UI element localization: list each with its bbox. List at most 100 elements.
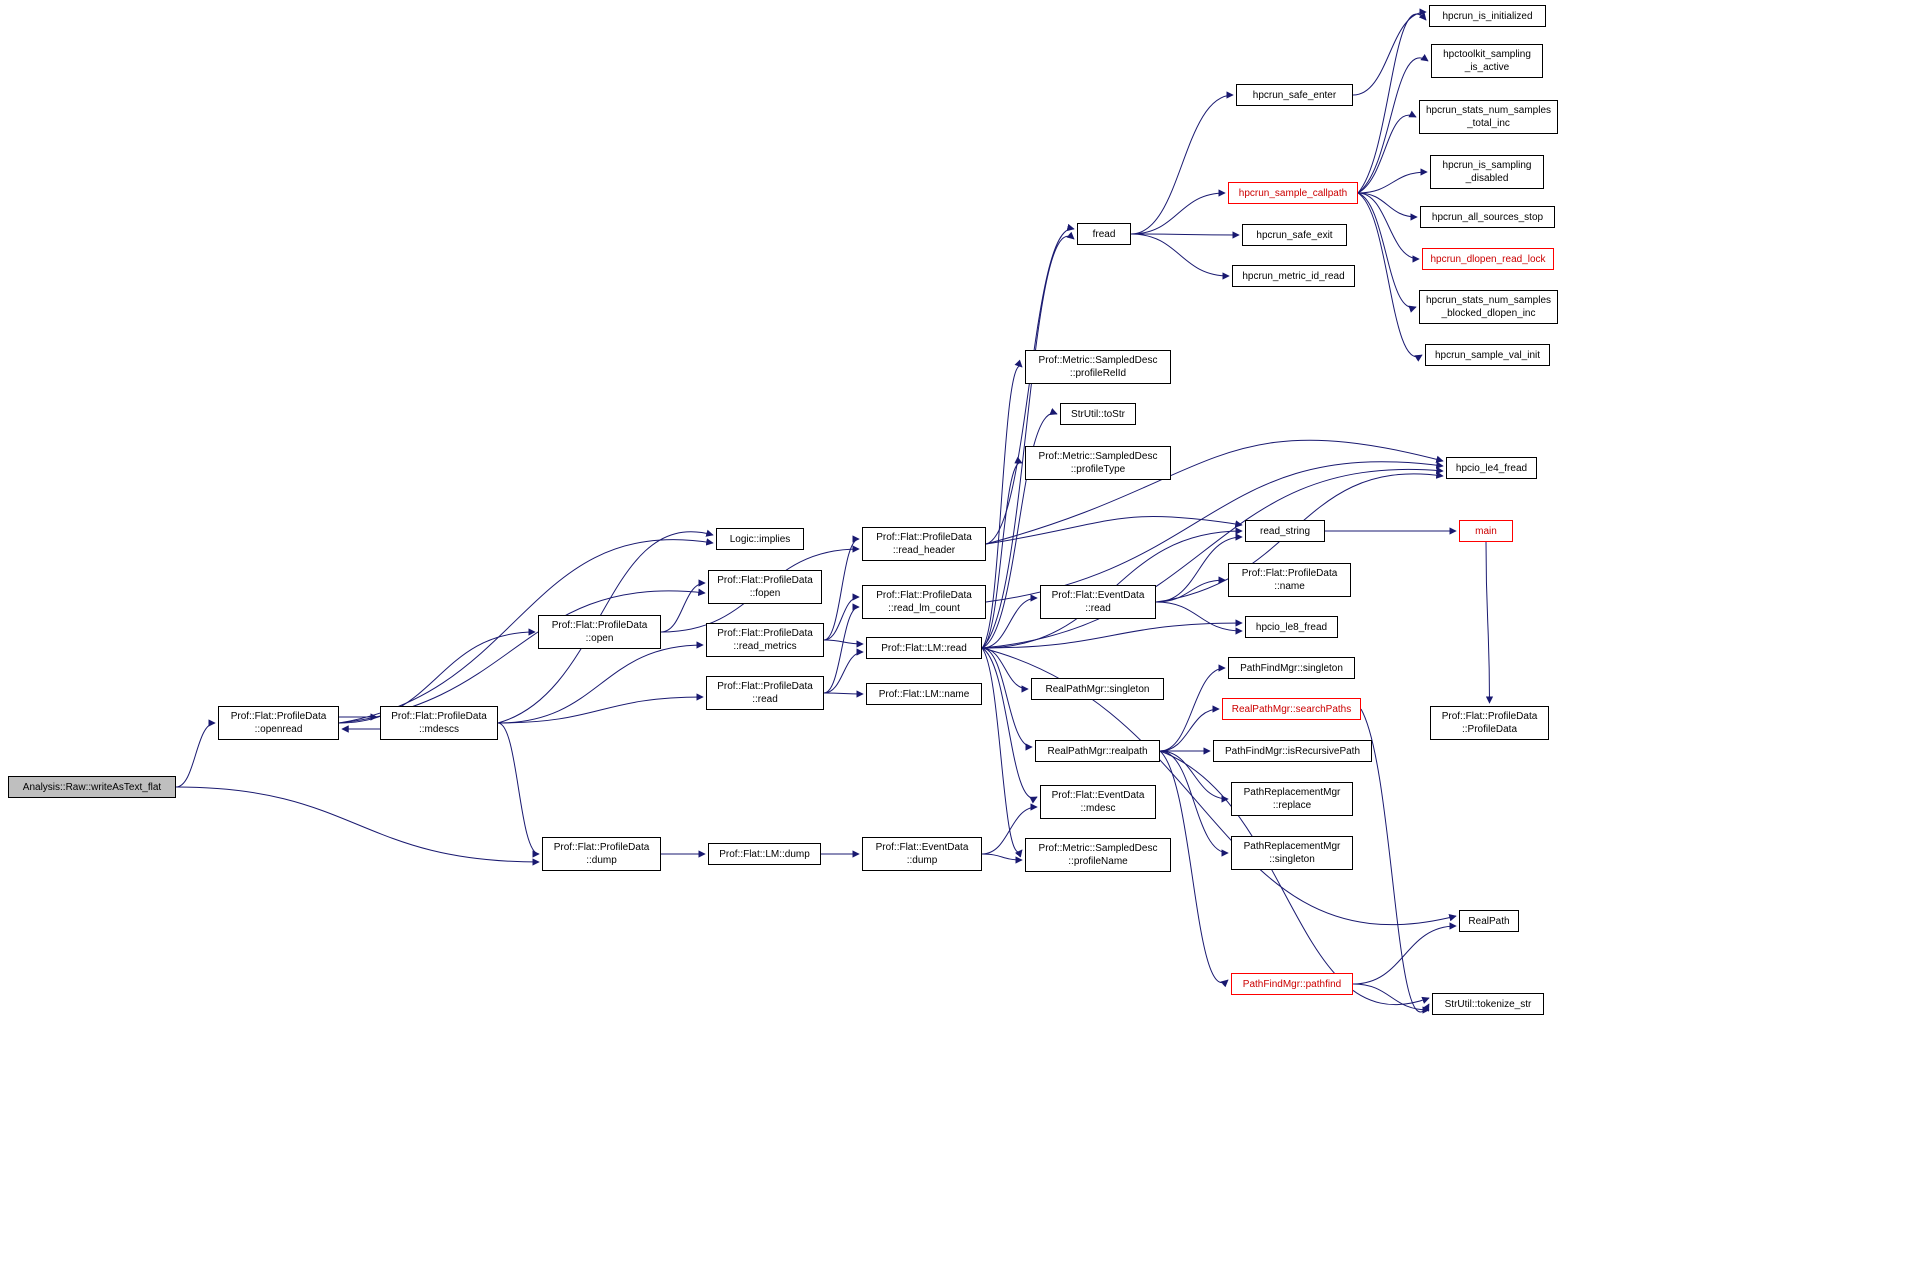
node-label: RealPathMgr::singleton [1045, 683, 1150, 695]
node-label: ::singleton [1269, 854, 1315, 865]
node-label: ::read_lm_count [888, 603, 960, 614]
node-stats_total[interactable]: hpcrun_stats_num_samples_total_inc [1419, 100, 1558, 134]
node-safe_enter[interactable]: hpcrun_safe_enter [1236, 84, 1353, 106]
node-label: Prof::Flat::LM::name [878, 688, 970, 700]
node-label: ::open [585, 633, 614, 644]
node-pd_dump[interactable]: Prof::Flat::ProfileData::dump [542, 837, 661, 871]
node-label: ::read [752, 694, 778, 705]
node-open[interactable]: Prof::Flat::ProfileData::open [538, 615, 661, 649]
node-label: fread [1092, 228, 1116, 240]
node-fopen[interactable]: Prof::Flat::ProfileData::fopen [708, 570, 822, 604]
node-metric_id_read[interactable]: hpcrun_metric_id_read [1232, 265, 1355, 287]
node-read_header[interactable]: Prof::Flat::ProfileData::read_header [862, 527, 986, 561]
node-label: hpcrun_safe_exit [1256, 229, 1333, 241]
node-openread[interactable]: Prof::Flat::ProfileData::openread [218, 706, 339, 740]
edge-pd_read-read_lm_count [823, 603, 860, 694]
node-profileType[interactable]: Prof::Metric::SampledDesc::profileType [1025, 446, 1171, 480]
edge-sample_callpath-sampling_active [1357, 54, 1429, 194]
node-pd_read[interactable]: Prof::Flat::ProfileData::read [706, 676, 824, 710]
node-sampling_disabled[interactable]: hpcrun_is_sampling_disabled [1430, 155, 1544, 189]
node-label: Prof::Flat::ProfileData [551, 620, 648, 631]
node-searchPaths[interactable]: RealPathMgr::searchPaths [1222, 698, 1361, 720]
node-label: hpcrun_dlopen_read_lock [1430, 253, 1546, 265]
node-label: PathReplacementMgr [1243, 841, 1341, 852]
node-label: Prof::Flat::EventData [875, 842, 969, 853]
node-sample_val_init[interactable]: hpcrun_sample_val_init [1425, 344, 1550, 366]
node-isRecursive[interactable]: PathFindMgr::isRecursivePath [1213, 740, 1372, 762]
node-label: hpcrun_is_initialized [1442, 10, 1533, 22]
node-pathfind[interactable]: PathFindMgr::pathfind [1231, 973, 1353, 995]
node-label: ::read_metrics [733, 641, 797, 652]
node-implies[interactable]: Logic::implies [716, 528, 804, 550]
node-label: Prof::Flat::ProfileData [717, 681, 813, 692]
edge-lm_read-profileRelId [981, 359, 1023, 649]
node-main[interactable]: main [1459, 520, 1513, 542]
node-realpath[interactable]: RealPathMgr::realpath [1035, 740, 1160, 762]
edge-read_lm_count-le4_fread [985, 461, 1444, 603]
node-dlopen_lock[interactable]: hpcrun_dlopen_read_lock [1422, 248, 1554, 270]
edge-main-pd_ctor [1485, 541, 1494, 704]
node-is_initialized[interactable]: hpcrun_is_initialized [1429, 5, 1546, 27]
edge-read_header-read_string [985, 516, 1243, 545]
node-safe_exit[interactable]: hpcrun_safe_exit [1242, 224, 1347, 246]
node-read_lm_count[interactable]: Prof::Flat::ProfileData::read_lm_count [862, 585, 986, 619]
node-label: _disabled [1465, 173, 1509, 184]
node-le8_fread[interactable]: hpcio_le8_fread [1245, 616, 1338, 638]
node-label: ::openread [254, 724, 303, 735]
edge-sample_callpath-stats_total [1357, 110, 1417, 194]
node-mdescs[interactable]: Prof::Flat::ProfileData::mdescs [380, 706, 498, 740]
node-rpm_singleton[interactable]: RealPathMgr::singleton [1031, 678, 1164, 700]
edge-sample_callpath-sample_val_init [1357, 192, 1423, 362]
node-prm_singleton[interactable]: PathReplacementMgr::singleton [1231, 836, 1353, 870]
node-lm_name[interactable]: Prof::Flat::LM::name [866, 683, 982, 705]
node-label: Analysis::Raw::writeAsText_flat [22, 781, 162, 793]
node-label: ::name [1274, 581, 1305, 592]
node-sampling_active[interactable]: hpctoolkit_sampling_is_active [1431, 44, 1543, 78]
node-label: hpcrun_stats_num_samples [1425, 295, 1552, 306]
node-sources_stop[interactable]: hpcrun_all_sources_stop [1420, 206, 1555, 228]
node-label: RealPath [1468, 915, 1510, 927]
node-replace[interactable]: PathReplacementMgr::replace [1231, 782, 1353, 816]
node-toStr[interactable]: StrUtil::toStr [1060, 403, 1136, 425]
node-ed_read[interactable]: Prof::Flat::EventData::read [1040, 585, 1156, 619]
node-lm_read[interactable]: Prof::Flat::LM::read [866, 637, 982, 659]
node-label: Prof::Flat::LM::dump [719, 848, 810, 860]
node-realPathFn[interactable]: RealPath [1459, 910, 1519, 932]
node-pd_name[interactable]: Prof::Flat::ProfileData::name [1228, 563, 1351, 597]
edge-writeAsText-pd_dump [175, 786, 540, 866]
node-fread[interactable]: fread [1077, 223, 1131, 245]
edge-sample_callpath-sources_stop [1357, 192, 1418, 221]
node-sample_callpath[interactable]: hpcrun_sample_callpath [1228, 182, 1358, 204]
node-label: Prof::Metric::SampledDesc [1038, 355, 1158, 366]
node-read_metrics[interactable]: Prof::Flat::ProfileData::read_metrics [706, 623, 824, 657]
node-tokenize[interactable]: StrUtil::tokenize_str [1432, 993, 1544, 1015]
node-label: ::fopen [749, 588, 781, 599]
node-stats_blocked[interactable]: hpcrun_stats_num_samples_blocked_dlopen_… [1419, 290, 1558, 324]
edge-sample_callpath-stats_blocked [1357, 192, 1417, 313]
edge-mdescs-pd_read [497, 693, 704, 724]
node-profileName[interactable]: Prof::Metric::SampledDesc::profileName [1025, 838, 1171, 872]
node-label: Prof::Flat::ProfileData [717, 575, 813, 586]
node-pd_ctor[interactable]: Prof::Flat::ProfileData::ProfileData [1430, 706, 1549, 740]
edge-lm_read-ed_read [981, 594, 1038, 649]
edge-ed_dump-profileName [981, 853, 1023, 864]
node-label: hpcrun_all_sources_stop [1431, 211, 1544, 223]
node-label: ::dump [586, 855, 617, 866]
node-writeAsText[interactable]: Analysis::Raw::writeAsText_flat [8, 776, 176, 798]
edge-writeAsText-openread [175, 719, 216, 788]
node-label: Prof::Metric::SampledDesc [1038, 451, 1158, 462]
edge-lm_read-le8_fread [981, 619, 1243, 649]
node-pfm_singleton[interactable]: PathFindMgr::singleton [1228, 657, 1355, 679]
node-read_string[interactable]: read_string [1245, 520, 1325, 542]
node-label: hpcrun_metric_id_read [1242, 270, 1345, 282]
node-le4_fread[interactable]: hpcio_le4_fread [1446, 457, 1537, 479]
edge-read_header-le4_fread [985, 439, 1444, 545]
node-ed_dump[interactable]: Prof::Flat::EventData::dump [862, 837, 982, 871]
node-profileRelId[interactable]: Prof::Metric::SampledDesc::profileRelId [1025, 350, 1171, 384]
node-label: _total_inc [1467, 118, 1510, 129]
node-lm_dump[interactable]: Prof::Flat::LM::dump [708, 843, 821, 865]
edge-realpath-replace [1159, 750, 1229, 803]
node-ed_mdesc[interactable]: Prof::Flat::EventData::mdesc [1040, 785, 1156, 819]
node-label: Prof::Flat::ProfileData [391, 711, 487, 722]
